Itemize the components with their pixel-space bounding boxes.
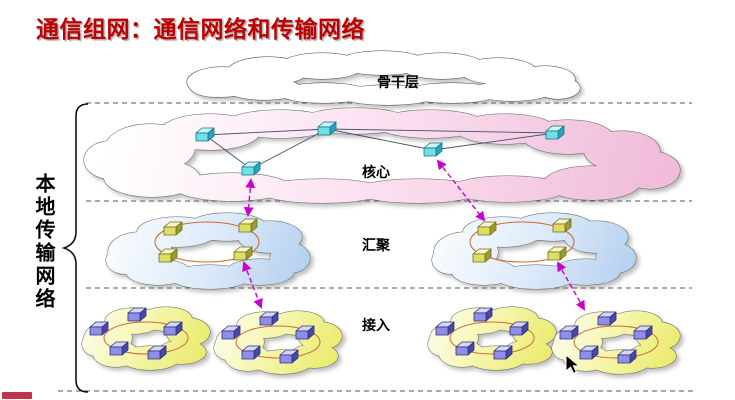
- aggregation-cloud-right: [431, 212, 637, 290]
- link-core-aggregation-left: [243, 178, 256, 217]
- local-network-brace: [61, 103, 89, 393]
- page-title: 通信组网：通信网络和传输网络: [36, 16, 365, 42]
- backbone-layer-label: 骨干层: [377, 74, 419, 90]
- core-mesh-links: [204, 128, 556, 170]
- aggregation-layer-label: 汇聚: [362, 237, 391, 253]
- local-transport-network-label: 本地传输网络: [32, 173, 54, 311]
- link-core-aggregation-right: [436, 159, 486, 222]
- layer-separators: [58, 102, 695, 392]
- aggregation-cloud-left: [105, 212, 311, 290]
- inter-layer-links: [242, 159, 585, 311]
- access-layer-label: 接入: [362, 317, 390, 333]
- core-cloud: [83, 107, 681, 204]
- link-aggregation-access-right: [557, 261, 585, 311]
- core-layer-label: 核心: [362, 164, 390, 180]
- aggregation-ring-right: [469, 221, 575, 263]
- footer-mark: [2, 392, 32, 399]
- aggregation-ring-left: [154, 221, 260, 263]
- mouse-cursor-icon: [565, 353, 581, 375]
